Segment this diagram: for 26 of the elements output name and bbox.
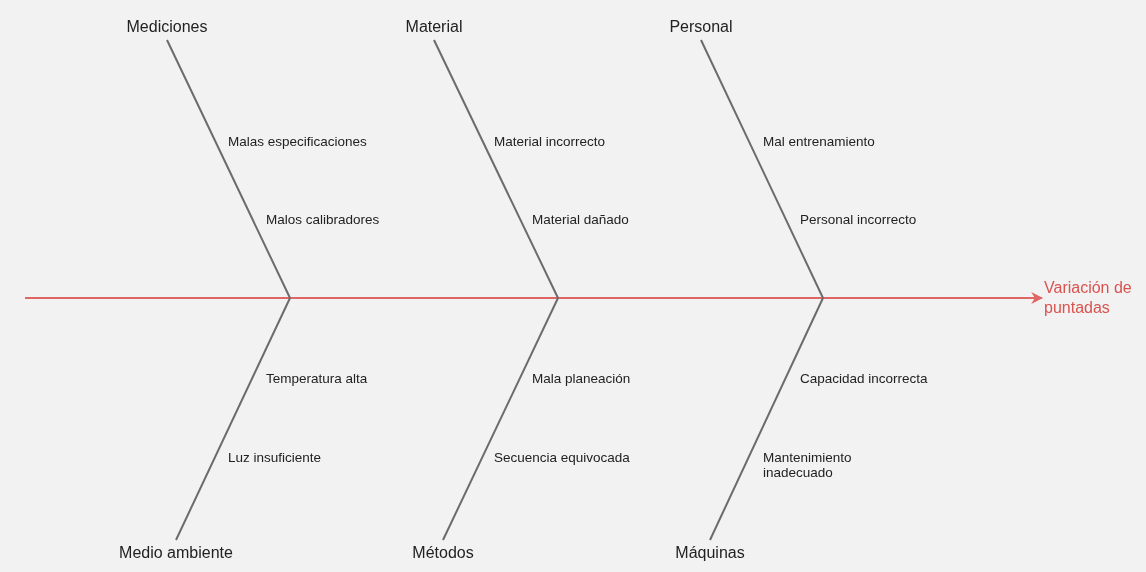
cause-label: Luz insuficiente xyxy=(228,450,322,465)
bone-line xyxy=(175,297,291,541)
cause-label: Temperatura alta xyxy=(266,371,368,386)
cause-label: Capacidad incorrecta xyxy=(800,371,928,386)
category-label: Personal xyxy=(651,14,751,40)
cause-label: Mantenimiento inadecuado xyxy=(763,450,853,480)
cause-label: Mala planeación xyxy=(532,371,631,386)
cause-label: Malas especificaciones xyxy=(228,134,367,149)
cause-label: Material incorrecto xyxy=(494,134,606,149)
bone-line xyxy=(709,297,824,541)
cause-label: Mal entrenamiento xyxy=(763,134,875,149)
category-label: Máquinas xyxy=(660,540,760,566)
cause-label: Malos calibradores xyxy=(266,212,380,227)
bone-line xyxy=(433,39,559,299)
category-label: Material xyxy=(384,14,484,40)
effect-label: Variación de puntadas xyxy=(1044,276,1146,320)
bone-line xyxy=(442,297,559,541)
cause-label: Material dañado xyxy=(532,212,629,227)
bone-line xyxy=(166,39,291,299)
spine-arrow xyxy=(24,292,1044,304)
category-label: Medio ambiente xyxy=(101,540,251,566)
category-label: Mediciones xyxy=(117,14,217,40)
cause-label: Secuencia equivocada xyxy=(494,450,630,465)
cause-label: Personal incorrecto xyxy=(800,212,917,227)
bone-line xyxy=(700,39,824,299)
category-label: Métodos xyxy=(393,540,493,566)
